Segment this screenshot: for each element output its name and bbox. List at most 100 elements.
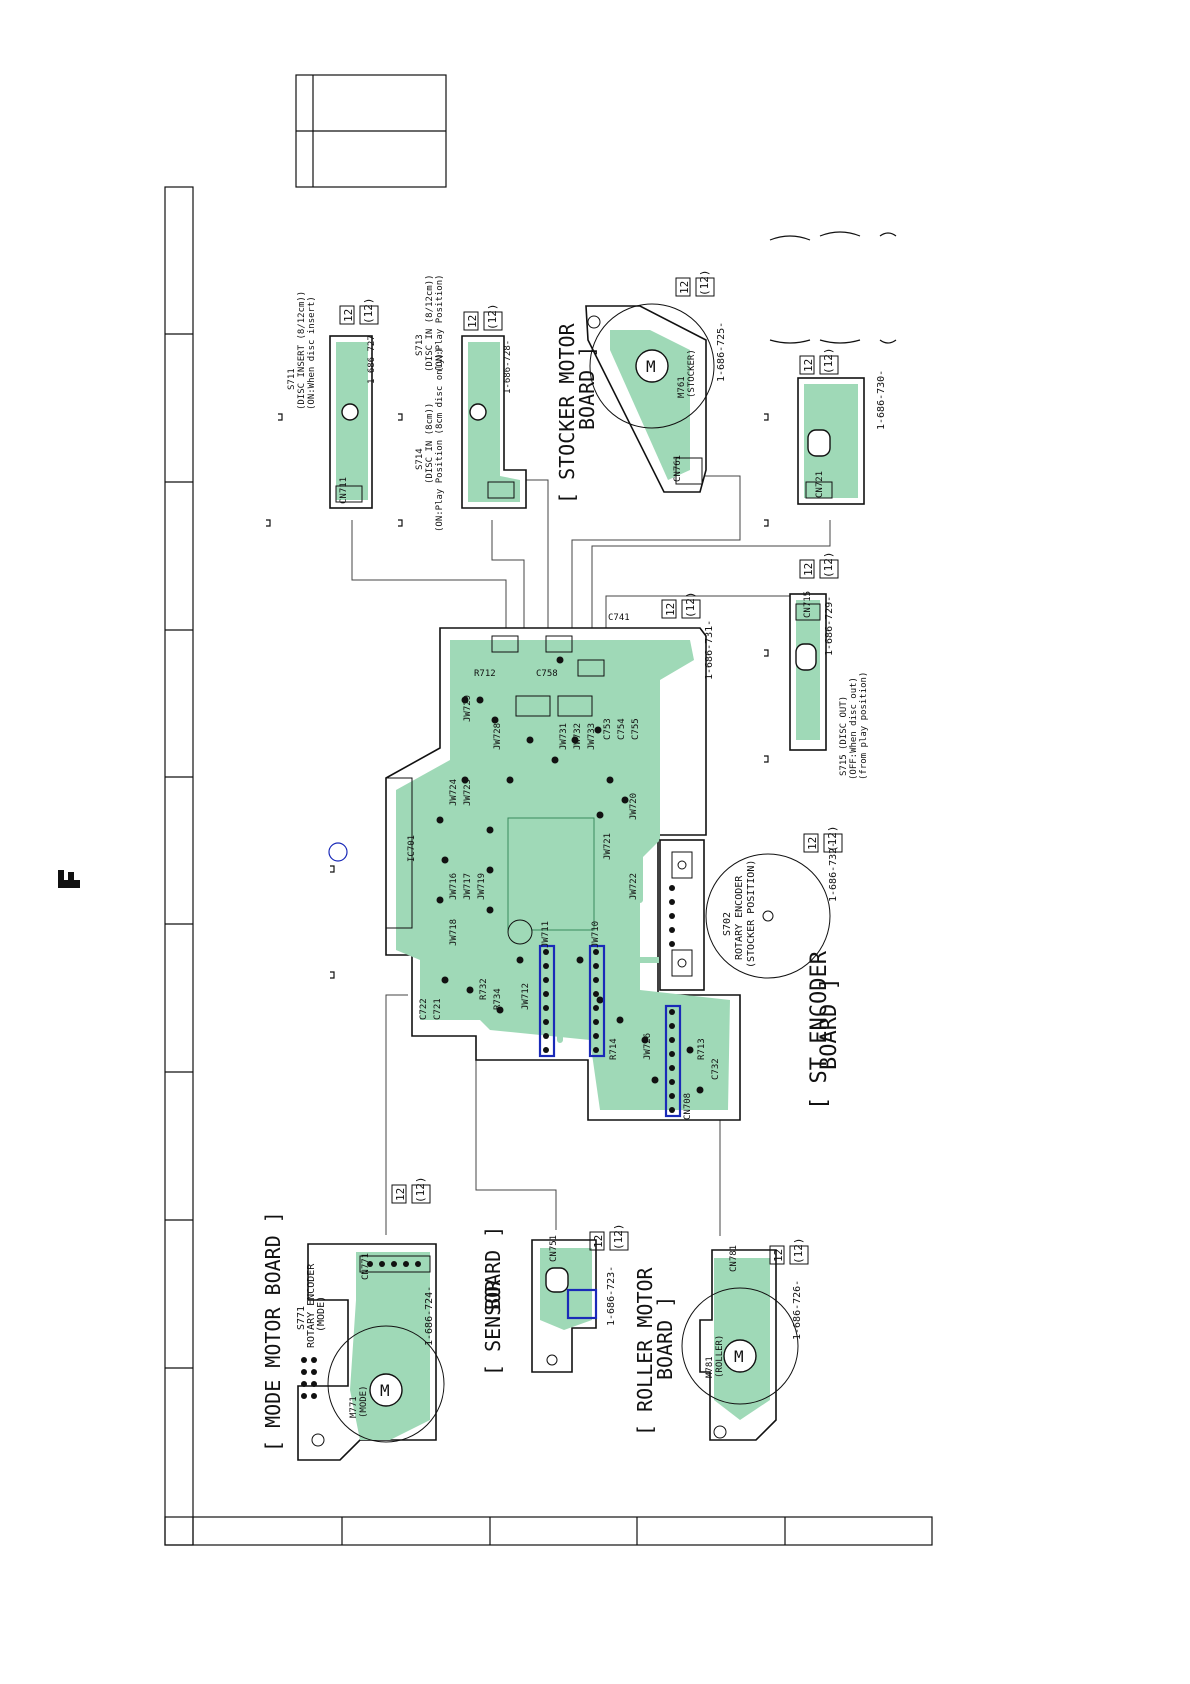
page-tag: (12) <box>826 826 839 853</box>
sw715-desc1: (DISC OUT) <box>839 696 849 750</box>
sw713-desc-b2: (ON:Play Position (8cm disc only)) <box>435 348 445 532</box>
page-tag: (12) <box>792 1238 805 1265</box>
sw711-switch: S711 <box>287 368 297 390</box>
component-label: JW721 <box>603 833 613 860</box>
lf-logo-icon <box>58 870 80 888</box>
component-label: C721 <box>433 998 443 1020</box>
title-block <box>295 74 447 188</box>
component-label: C755 <box>631 718 641 740</box>
sw713-desc-a2: (ON:Play Position) <box>435 274 445 372</box>
sw730-part-no: 1-686-730- <box>876 370 887 430</box>
st-encoder-switch: S702 <box>722 912 733 936</box>
component-label: JW729 <box>463 695 473 722</box>
sw715-conn: CN715 <box>803 591 813 618</box>
st-encoder-desc1: ROTARY ENCODER <box>734 875 745 960</box>
page-tag: (12) <box>612 1224 625 1251</box>
component-label: JW716 <box>449 873 459 900</box>
st-encoder-title: [ ST ENCODER <box>807 950 832 1110</box>
roller-motor-ref-sub: (ROLLER) <box>715 1335 725 1378</box>
component-label: JW711 <box>541 921 551 948</box>
component-label: C754 <box>617 718 627 740</box>
component-label: JW710 <box>591 921 601 948</box>
component-label: C758 <box>536 669 558 679</box>
main-board: 1-686-731- IC701 JW729 JW728 JW731 JW732… <box>328 613 741 1121</box>
component-label: JW725 <box>463 779 473 806</box>
stocker-motor-title-2: BOARD ] <box>575 346 599 430</box>
page-tag: (12) <box>698 270 711 297</box>
component-label: JW724 <box>449 779 459 806</box>
page-tag: 12 <box>802 563 815 576</box>
stocker-motor-conn: CN761 <box>673 455 683 482</box>
page-tag: 12 <box>678 281 691 294</box>
component-label: JW720 <box>629 793 639 820</box>
component-label: R712 <box>474 669 496 679</box>
st-encoder-part-no: 1-686-732- <box>828 842 839 902</box>
component-label: C753 <box>603 718 613 740</box>
page-tag: (12) <box>684 592 697 619</box>
sw713-switch-b: S714 <box>415 448 425 470</box>
sw730-conn: CN721 <box>815 471 825 498</box>
page-tag: (12) <box>486 304 499 331</box>
mode-motor-ref-sub: (MODE) <box>359 1385 369 1418</box>
motor-symbol: M <box>734 1347 744 1366</box>
component-label: JW718 <box>449 919 459 946</box>
st-encoder-board: S702 ROTARY ENCODER (STOCKER POSITION) 1… <box>659 839 842 1110</box>
page-tag: 12 <box>466 315 479 328</box>
component-label: JW728 <box>493 723 503 750</box>
page-tag: (12) <box>362 298 375 325</box>
page-tag: (12) <box>822 552 835 579</box>
component-label: C722 <box>419 998 429 1020</box>
grid-frame <box>164 186 933 1546</box>
page-tag: 12 <box>342 309 355 322</box>
page-tag: (12) <box>414 1177 427 1204</box>
stocker-motor-part-no: 1-686-725- <box>716 322 727 382</box>
st-encoder-title-2: BOARD ] <box>817 977 842 1070</box>
sw730-board: 1-686-730- CN721 <box>797 370 887 505</box>
page-tag: 12 <box>806 837 819 850</box>
sw713-board: S713 (DISC IN (8/12cm)) (ON:Play Positio… <box>415 274 527 532</box>
page-tag: 12 <box>664 603 677 616</box>
component-label: C732 <box>711 1058 721 1080</box>
page-tag: 12 <box>802 359 815 372</box>
component-label: JW726 <box>643 1033 653 1060</box>
sw711-desc2: (ON:When disc insert) <box>307 296 317 410</box>
mode-motor-conn: CN771 <box>361 1253 371 1280</box>
stocker-motor-board: M [ STOCKER MOTOR BOARD ] 1-686-725- M76… <box>555 303 727 504</box>
sw713-desc-a1: (DISC IN (8/12cm)) <box>425 274 435 372</box>
component-label: JW732 <box>573 723 583 750</box>
page-tag: 12 <box>772 1249 785 1262</box>
mode-motor-switch-desc: ROTARY ENCODER <box>306 1263 317 1348</box>
component-label: R713 <box>697 1038 707 1060</box>
component-label: R734 <box>493 988 503 1010</box>
page-tag: 12 <box>394 1188 407 1201</box>
main-board-part-no: 1-686-731- <box>704 620 715 680</box>
roller-motor-ref: M781 <box>705 1356 715 1378</box>
component-label: JW722 <box>629 873 639 900</box>
roller-motor-conn: CN781 <box>729 1245 739 1272</box>
page-tag: (12) <box>822 348 835 375</box>
sensor-title: [ SENSOR <box>481 1279 505 1376</box>
roller-motor-part-no: 1-686-726- <box>792 1280 803 1340</box>
component-label: R714 <box>609 1038 619 1060</box>
sensor-part-no: 1-686-723- <box>606 1266 617 1326</box>
stocker-motor-title: [ STOCKER MOTOR <box>555 322 579 504</box>
component-label: JW717 <box>463 873 473 900</box>
sw713-desc-b1: (DISC IN (8cm)) <box>425 403 435 484</box>
sensor-conn: CN751 <box>549 1235 559 1262</box>
component-label: JW731 <box>559 723 569 750</box>
mode-motor-board: M [ MODE MOTOR BOARD ] S771 ROTARY ENCOD… <box>261 1211 445 1461</box>
sw713-switch-a: S713 <box>415 334 425 356</box>
sw711-board: S711 (DISC INSERT (8/12cm)) (ON:When dis… <box>287 291 377 509</box>
sw715-part-no: 1-686-729- <box>824 596 835 656</box>
sw715-switch: S715 <box>839 754 849 776</box>
component-label: JW712 <box>521 983 531 1010</box>
roller-motor-title-2: BOARD ] <box>653 1296 677 1380</box>
mode-motor-part-no: 1-686-724- <box>424 1286 435 1346</box>
page-tag: 12 <box>592 1235 605 1248</box>
roller-motor-title: [ ROLLER MOTOR <box>633 1266 657 1436</box>
motor-symbol: M <box>646 357 656 376</box>
component-label: CN708 <box>683 1093 693 1120</box>
bracket-marks <box>266 231 897 979</box>
sw715-desc3: (from play position) <box>859 672 869 780</box>
